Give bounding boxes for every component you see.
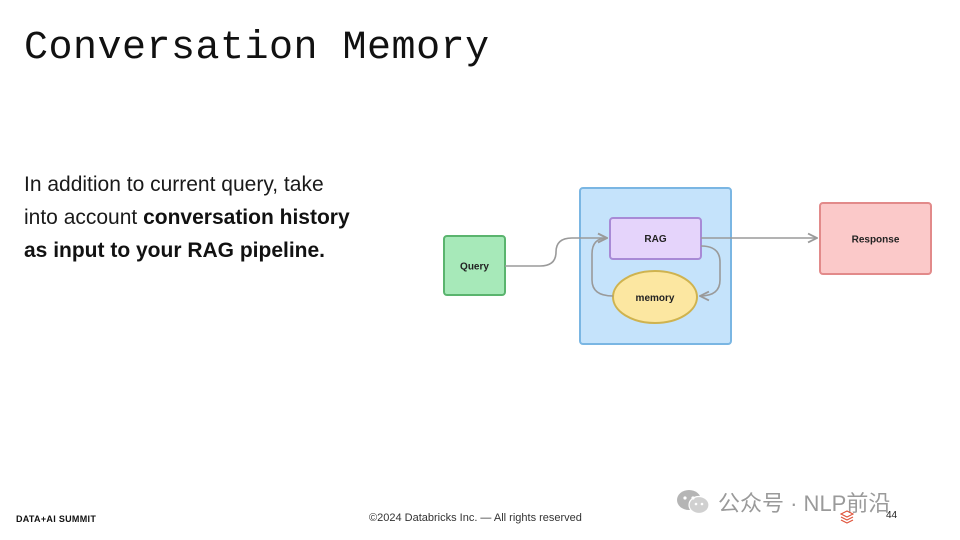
- response-node: [819, 202, 932, 275]
- response-label: Response: [852, 235, 900, 246]
- body-line-1: In addition to current query, take: [24, 173, 324, 196]
- slide-body: In addition to current query, take into …: [24, 168, 434, 267]
- slide-title: Conversation Memory: [24, 26, 490, 71]
- watermark: 公众号 · NLP前沿: [676, 486, 890, 518]
- memory-label: memory: [636, 293, 675, 304]
- watermark-text: 公众号 · NLP前沿: [718, 491, 891, 516]
- page-number: 44: [886, 510, 898, 521]
- arrow-memory-to-rag: [591, 238, 614, 297]
- body-line-3: as input to your RAG pipeline.: [24, 234, 434, 267]
- databricks-icon: [840, 510, 854, 524]
- body-bold-1: conversation history: [143, 206, 350, 229]
- body-bold-2: as input to your RAG pipeline.: [24, 239, 326, 262]
- summit-logo: DATA+AI SUMMIT: [16, 514, 97, 524]
- arrow-rag-to-memory: [700, 245, 721, 296]
- copyright-text: ©2024 Databricks Inc. — All rights reser…: [369, 512, 582, 524]
- memory-node: [612, 270, 698, 324]
- wechat-icon: [677, 490, 710, 515]
- arrow-query-to-rag: [505, 238, 607, 267]
- rag-label: RAG: [644, 234, 666, 245]
- query-label: Query: [460, 262, 489, 273]
- body-line-2: into account conversation history: [24, 206, 350, 229]
